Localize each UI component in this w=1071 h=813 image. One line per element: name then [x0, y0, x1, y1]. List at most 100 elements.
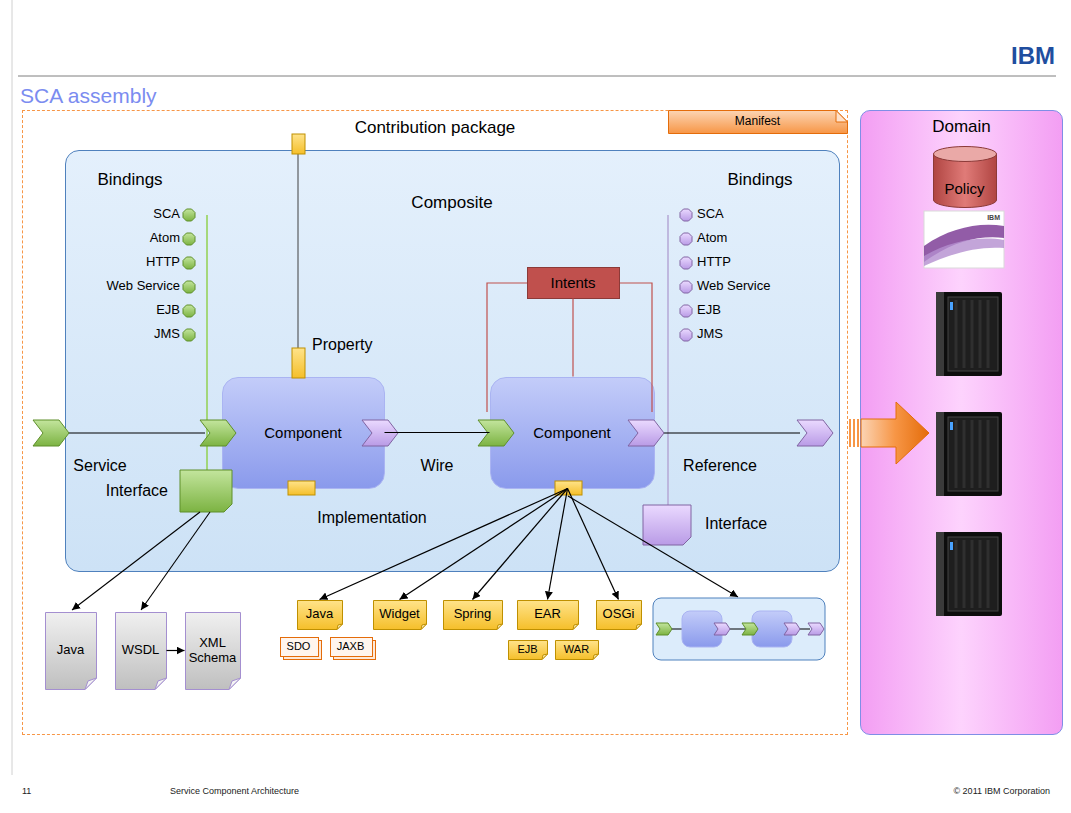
service-reference-line — [60, 432, 205, 433]
nested-composite-icon — [742, 623, 758, 635]
property-link — [292, 348, 305, 378]
binding-rail — [680, 329, 692, 341]
nested-composite-icon — [656, 623, 672, 635]
node-label: WSDL — [122, 643, 160, 658]
chevron — [33, 420, 69, 446]
slide-frame — [18, 76, 1056, 77]
binding-rail — [206, 215, 208, 470]
nested-composite-icon — [653, 598, 825, 660]
interface-document-outline — [45, 612, 96, 689]
slide-thumbnail — [924, 239, 1004, 266]
property-link — [298, 154, 299, 348]
binding-rail — [667, 215, 669, 505]
policy-cylinder: Policy — [933, 146, 997, 208]
interface-symbol — [180, 470, 232, 512]
part-label: Property — [312, 336, 372, 354]
implementation-note-outline — [373, 600, 426, 629]
interface-symbol — [643, 505, 691, 545]
nested-composite-icon — [653, 598, 825, 660]
manifest-tab-outline — [668, 110, 847, 133]
connector — [568, 489, 619, 600]
service-reference-line — [660, 432, 800, 433]
node-label: EAR — [534, 607, 561, 622]
implementation-note: Java — [297, 600, 343, 630]
node-label: XML Schema — [188, 636, 238, 666]
intents-box: Intents — [527, 267, 620, 299]
node-label: EJB — [517, 643, 537, 656]
binding-rail — [183, 257, 195, 269]
chevron — [628, 420, 664, 446]
implementation-note: Widget — [373, 600, 427, 630]
connector — [548, 489, 568, 600]
intents-bracket — [620, 283, 652, 412]
node-label: Spring — [454, 607, 492, 622]
leader-arrow — [72, 496, 738, 610]
connector — [473, 489, 568, 600]
implementation-note-outline — [508, 640, 547, 659]
server-icon — [936, 292, 1002, 376]
intents-bracket — [487, 283, 652, 412]
component-box: Component — [490, 377, 655, 489]
deploy-arrow — [861, 402, 929, 464]
binding-rail — [183, 305, 195, 317]
node-label: Contribution package — [355, 118, 516, 138]
binding-name: HTTP — [146, 255, 180, 270]
deploy-arrow — [853, 419, 855, 447]
manifest-tab: Manifest — [668, 110, 848, 134]
logo-text: IBM — [987, 214, 1000, 222]
leader-arrow — [141, 512, 210, 610]
component-box: Component — [222, 377, 385, 489]
slide-thumbnail — [924, 211, 1004, 268]
node-label: Component — [264, 424, 342, 441]
node-label: Domain — [932, 117, 991, 137]
node-label: Component — [533, 424, 611, 441]
part-label: Implementation — [317, 509, 426, 527]
implementation-note-outline — [297, 600, 342, 629]
implementation-note-outline — [443, 600, 502, 629]
section-heading: Bindings — [97, 170, 162, 190]
interface-document-outline — [155, 678, 167, 690]
binding-rail — [183, 233, 195, 245]
nested-composite-icon — [714, 623, 730, 635]
binding-name: EJB — [156, 303, 180, 318]
binding-rail — [680, 233, 692, 245]
interface-symbol — [180, 470, 691, 545]
binding-name: EJB — [697, 303, 721, 318]
implementation-note-outline — [573, 624, 579, 630]
binding-name: SCA — [153, 207, 180, 222]
copyright-text: © 2011 IBM Corporation — [953, 786, 1050, 796]
implementation-tab — [288, 481, 582, 495]
implementation-note: OSGi — [596, 600, 642, 630]
binding-rail — [680, 257, 692, 269]
nested-composite-icon — [682, 611, 722, 647]
server-icon — [936, 292, 1002, 616]
node-label: SDO — [287, 640, 311, 653]
binding-rail — [680, 305, 692, 317]
node-label: Java — [306, 607, 333, 622]
node-label: WAR — [564, 643, 589, 656]
data-binding-stack-outline — [280, 638, 318, 657]
interface-document-outline — [85, 678, 97, 690]
implementation-note-outline — [542, 654, 548, 660]
slide-frame — [12, 0, 1056, 775]
part-label: Reference — [683, 457, 757, 475]
server-icon — [936, 532, 1002, 616]
property-link — [292, 134, 305, 378]
node-label: Java — [57, 643, 84, 658]
implementation-note-outline — [517, 600, 578, 629]
interface-document: XML Schema — [185, 612, 241, 690]
deploy-arrow — [849, 402, 929, 464]
binding-name: JMS — [697, 327, 723, 342]
node-label: Intents — [550, 274, 595, 291]
part-label: Wire — [421, 457, 454, 475]
binding-rail — [183, 281, 195, 293]
policy-cylinder-outline — [933, 154, 996, 208]
interface-document-outline — [229, 678, 241, 690]
deploy-arrow — [849, 419, 851, 447]
binding-rail — [183, 329, 195, 341]
implementation-note-outline — [636, 624, 642, 630]
implementation-note-outline — [555, 640, 598, 659]
connector — [167, 650, 185, 651]
